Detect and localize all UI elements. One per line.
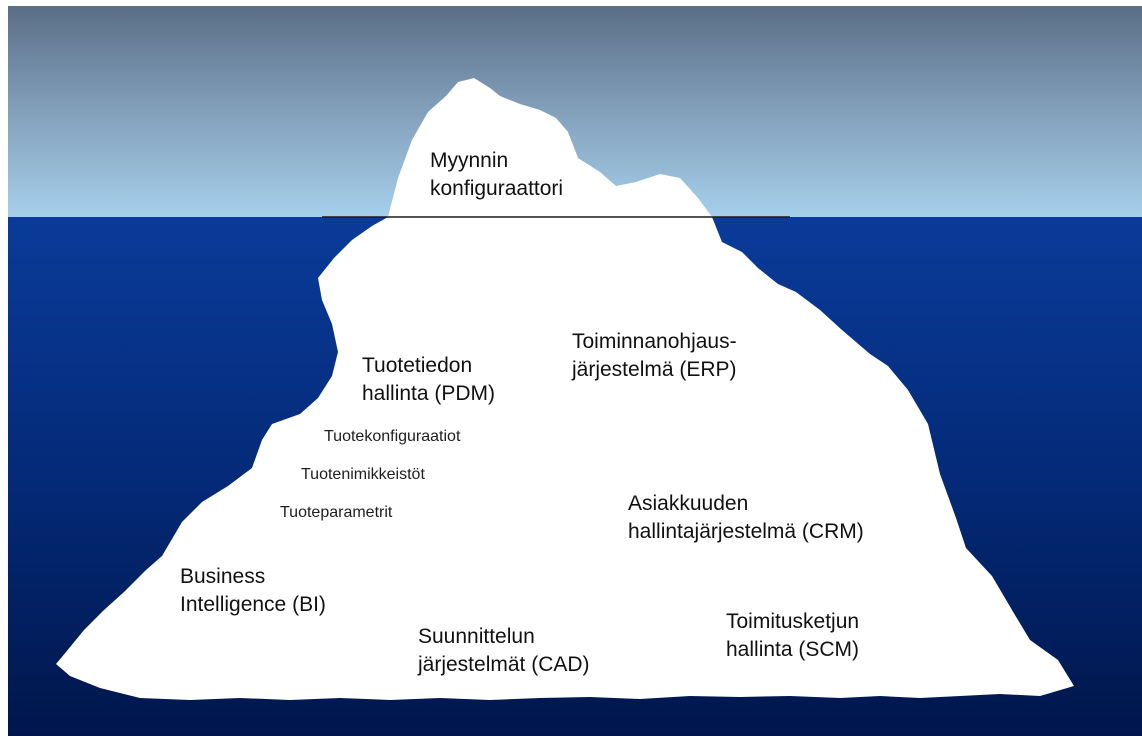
- scm-line1: Toimitusketjun: [726, 608, 859, 636]
- crm-line1: Asiakkuuden: [628, 490, 864, 518]
- pdm-item-product-nomenclature: Tuotenimikkeistöt: [301, 465, 425, 485]
- sales-configurator-line2: konfiguraattori: [430, 175, 563, 203]
- scm-label: Toimitusketjun hallinta (SCM): [726, 608, 859, 664]
- scm-line2: hallinta (SCM): [726, 636, 859, 664]
- sales-configurator-label: Myynnin konfiguraattori: [430, 147, 563, 203]
- erp-line2: järjestelmä (ERP): [572, 356, 737, 384]
- cad-line1: Suunnittelun: [418, 623, 590, 651]
- bi-line1: Business: [180, 563, 326, 591]
- pdm-line2: hallinta (PDM): [362, 380, 495, 408]
- crm-label: Asiakkuuden hallintajärjestelmä (CRM): [628, 490, 864, 546]
- pdm-label: Tuotetiedon hallinta (PDM): [362, 352, 495, 408]
- cad-line2: järjestelmät (CAD): [418, 651, 590, 679]
- sales-configurator-line1: Myynnin: [430, 147, 563, 175]
- erp-line1: Toiminnanohjaus-: [572, 328, 737, 356]
- pdm-line1: Tuotetiedon: [362, 352, 495, 380]
- pdm-item-product-configurations: Tuotekonfiguraatiot: [324, 427, 460, 447]
- crm-line2: hallintajärjestelmä (CRM): [628, 518, 864, 546]
- bi-label: Business Intelligence (BI): [180, 563, 326, 619]
- erp-label: Toiminnanohjaus- järjestelmä (ERP): [572, 328, 737, 384]
- pdm-item-product-parameters: Tuoteparametrit: [280, 503, 392, 523]
- cad-label: Suunnittelun järjestelmät (CAD): [418, 623, 590, 679]
- bi-line2: Intelligence (BI): [180, 591, 326, 619]
